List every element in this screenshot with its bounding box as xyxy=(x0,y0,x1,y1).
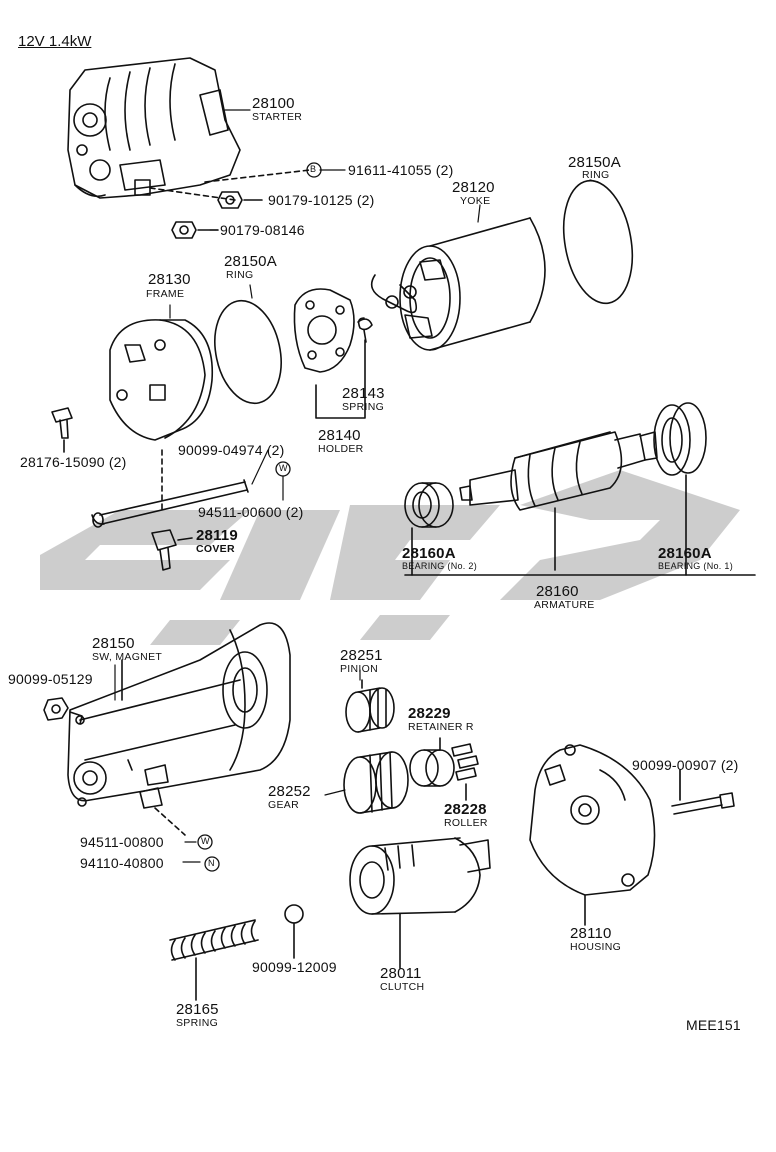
part-name-pinion: PINION xyxy=(340,663,378,675)
marker-w-top: W xyxy=(279,463,288,473)
cover-28119-drawing xyxy=(151,529,193,571)
part-name-holder: HOLDER xyxy=(318,443,364,455)
part-name-spring-28165: SPRING xyxy=(176,1017,219,1029)
part-name-bearing-no1: BEARING (No. 1) xyxy=(658,561,734,571)
part-number-28011: 28011 xyxy=(380,965,422,982)
part-name-ring-top: RING xyxy=(582,169,610,181)
part-number-90099-05129: 90099-05129 xyxy=(8,671,93,687)
part-number-90099-04974: 90099-04974 (2) xyxy=(178,442,285,458)
roller-drawing xyxy=(451,743,479,801)
gear-drawing xyxy=(343,751,409,814)
part-number-94511-00600: 94511-00600 (2) xyxy=(198,504,304,520)
part-name-yoke: YOKE xyxy=(460,195,491,207)
part-number-28120: 28120 xyxy=(452,179,495,196)
leader-lines xyxy=(114,109,681,863)
washer-dashed-line xyxy=(154,807,186,836)
spec-title: 12V 1.4kW xyxy=(18,33,92,50)
bearing-no1-drawing xyxy=(653,402,707,476)
housing-drawing xyxy=(529,744,656,926)
part-name-ring-mid: RING xyxy=(226,269,254,281)
bolt-28176-drawing xyxy=(51,407,73,453)
part-number-28150a-top: 28150A xyxy=(568,154,621,171)
ball-drawing xyxy=(284,904,304,924)
part-number-28150: 28150 xyxy=(92,635,135,652)
magnet-switch-drawing xyxy=(67,622,291,809)
part-name-gear: GEAR xyxy=(268,799,299,811)
part-number-28252: 28252 xyxy=(268,783,311,800)
part-number-28160a-no1: 28160A xyxy=(658,545,712,562)
part-number-28140: 28140 xyxy=(318,427,361,444)
ring-28150a-top-drawing xyxy=(562,179,634,305)
part-number-28100: 28100 xyxy=(252,95,295,112)
part-name-sw-magnet: SW, MAGNET xyxy=(92,651,163,663)
part-name-spring-28143: SPRING xyxy=(342,401,385,413)
part-number-28160a-no2: 28160A xyxy=(402,545,456,562)
part-number-28150a-mid: 28150A xyxy=(224,253,277,270)
retainer-drawing xyxy=(409,737,455,787)
part-number-91611: 91611-41055 (2) xyxy=(348,162,454,178)
part-number-28251: 28251 xyxy=(340,647,383,664)
spring-28165-drawing xyxy=(169,919,259,1001)
part-number-28143: 28143 xyxy=(342,385,385,402)
part-number-90099-00907: 90099-00907 (2) xyxy=(632,757,739,773)
part-name-clutch: CLUTCH xyxy=(380,981,425,993)
ring-28150a-mid-drawing xyxy=(214,299,282,405)
part-number-94110-40800: 94110-40800 xyxy=(80,855,164,871)
marker-b: B xyxy=(310,164,317,174)
part-name-cover: COVER xyxy=(196,543,235,555)
pinion-drawing xyxy=(345,679,395,733)
armature-drawing xyxy=(404,431,756,576)
yoke-drawing xyxy=(370,217,546,351)
marker-w-bottom: W xyxy=(201,836,210,846)
part-number-28228: 28228 xyxy=(444,801,487,818)
part-number-28160: 28160 xyxy=(536,583,579,600)
part-number-94511-00800: 94511-00800 xyxy=(80,834,164,850)
part-number-28229: 28229 xyxy=(408,705,451,722)
part-number-90179-10125: 90179-10125 (2) xyxy=(268,192,375,208)
part-number-90179-08146: 90179-08146 xyxy=(220,222,305,238)
part-number-28176: 28176-15090 (2) xyxy=(20,454,127,470)
part-name-housing: HOUSING xyxy=(570,941,622,953)
starter-bolts xyxy=(149,169,311,239)
part-name-roller: ROLLER xyxy=(444,817,488,829)
part-name-starter: STARTER xyxy=(252,111,303,123)
part-name-frame: FRAME xyxy=(146,288,185,300)
watermark-logo xyxy=(40,470,740,645)
part-number-28130: 28130 xyxy=(148,271,191,288)
through-bolt-drawing xyxy=(91,449,249,528)
clutch-drawing xyxy=(349,837,491,969)
part-name-armature: ARMATURE xyxy=(534,599,595,611)
spring-28143-drawing xyxy=(357,317,373,343)
part-number-28110: 28110 xyxy=(570,925,612,942)
bolt-90099-00907-drawing xyxy=(671,769,735,815)
part-number-28165: 28165 xyxy=(176,1001,219,1018)
marker-n: N xyxy=(208,858,215,868)
nut-90099-05129-drawing xyxy=(43,697,83,725)
part-number-90099-12009: 90099-12009 xyxy=(252,959,337,975)
marker-circles xyxy=(197,162,322,872)
starter-drawing xyxy=(67,57,241,199)
bearing-no2-drawing xyxy=(404,482,454,528)
part-number-28119: 28119 xyxy=(196,527,238,544)
holder-drawing xyxy=(293,288,366,419)
frame-drawing xyxy=(109,319,214,441)
part-name-retainer-r: RETAINER R xyxy=(408,721,474,733)
part-name-bearing-no2: BEARING (No. 2) xyxy=(402,561,478,571)
diagram-code: MEE151 xyxy=(686,1017,741,1033)
